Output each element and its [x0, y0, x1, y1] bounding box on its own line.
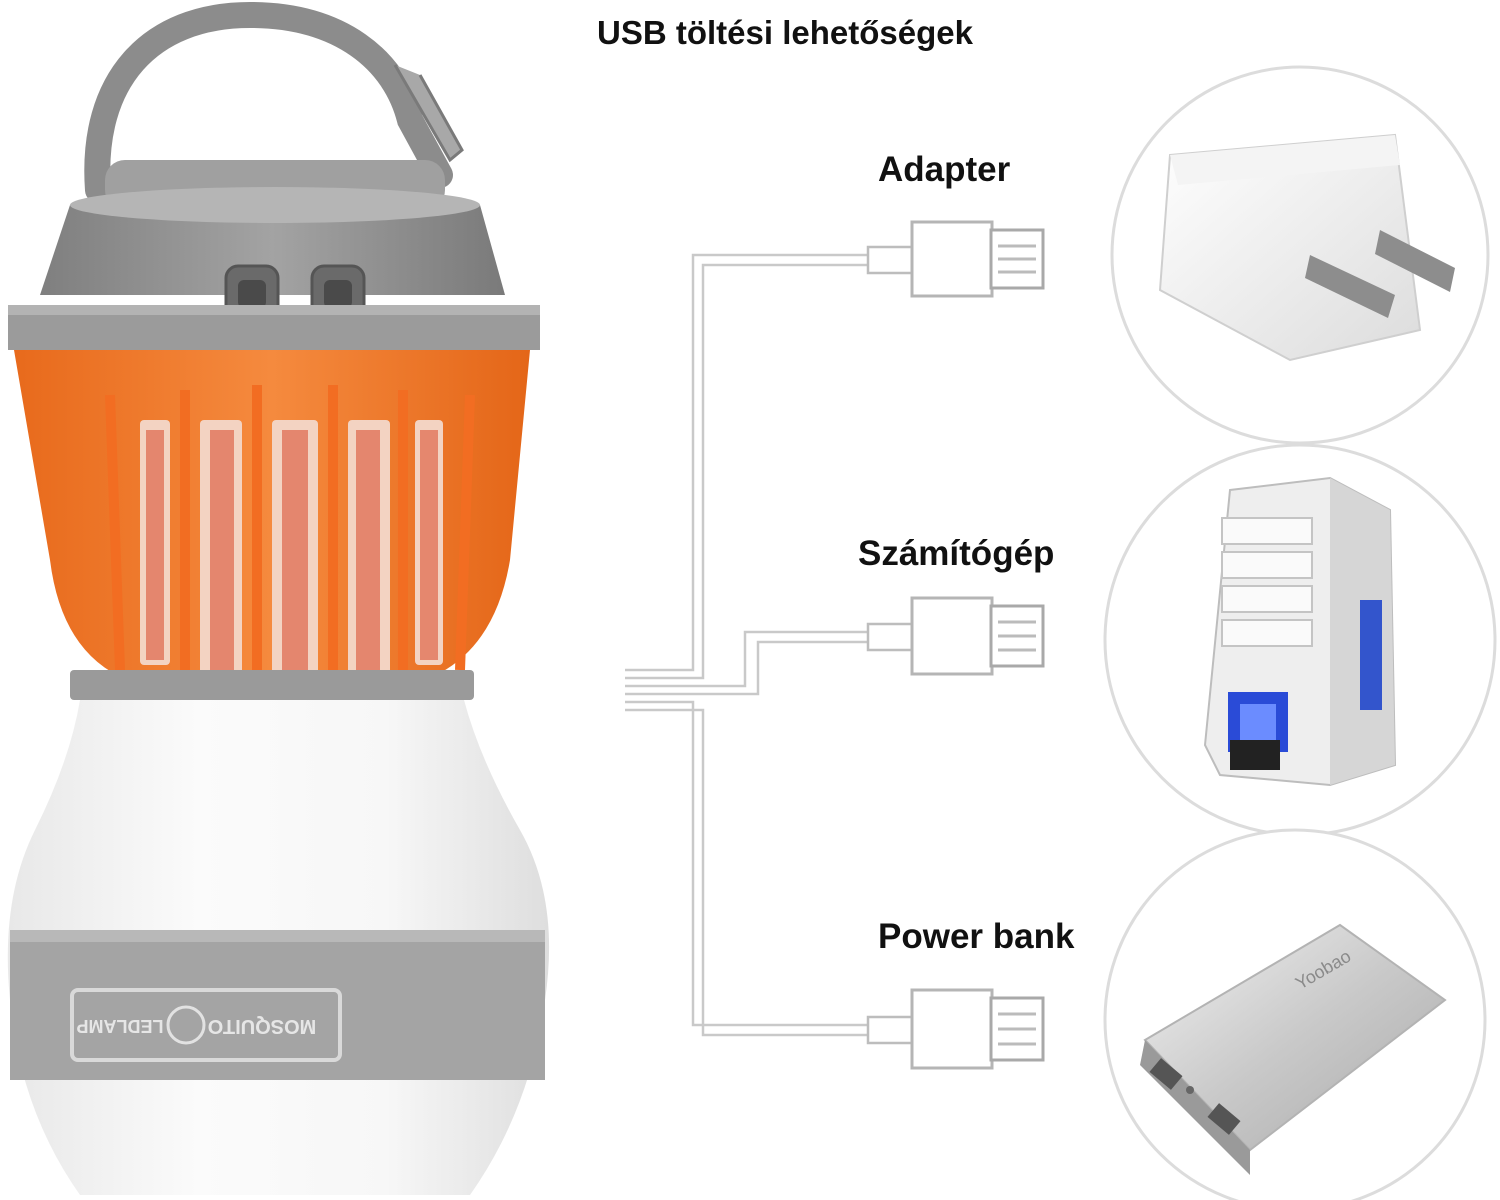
page-title: USB töltési lehetőségek [597, 14, 973, 51]
usb-plug-computer [866, 596, 1045, 676]
option-label-powerbank: Power bank [878, 917, 1075, 956]
lamp-badge-text-left: MOSQUITO [208, 1015, 317, 1037]
lamp-mid-band [70, 670, 474, 700]
usb-plug-adapter [866, 220, 1045, 298]
lamp-badge [70, 988, 342, 1062]
lamp-bottom-band [10, 930, 545, 1080]
desktop-computer-icon [1103, 443, 1497, 837]
usb-plug-powerbank [866, 988, 1045, 1070]
lamp-handle [84, 1, 453, 203]
usb-cable-bundle [625, 253, 870, 1037]
option-label-adapter: Adapter [878, 150, 1011, 189]
power-bank-icon: Yoobao [1103, 828, 1487, 1200]
lamp-rim [8, 310, 540, 350]
lamp-upper-housing [40, 205, 505, 295]
lamp-handle-clip [393, 64, 464, 163]
lamp-badge-text-right: LEDLAMP [77, 1016, 164, 1036]
usb-wall-adapter-icon [1110, 65, 1490, 445]
mosquito-lamp-illustration: MOSQUITO LEDLAMP [7, 1, 550, 1195]
option-label-computer: Számítógép [858, 534, 1055, 573]
